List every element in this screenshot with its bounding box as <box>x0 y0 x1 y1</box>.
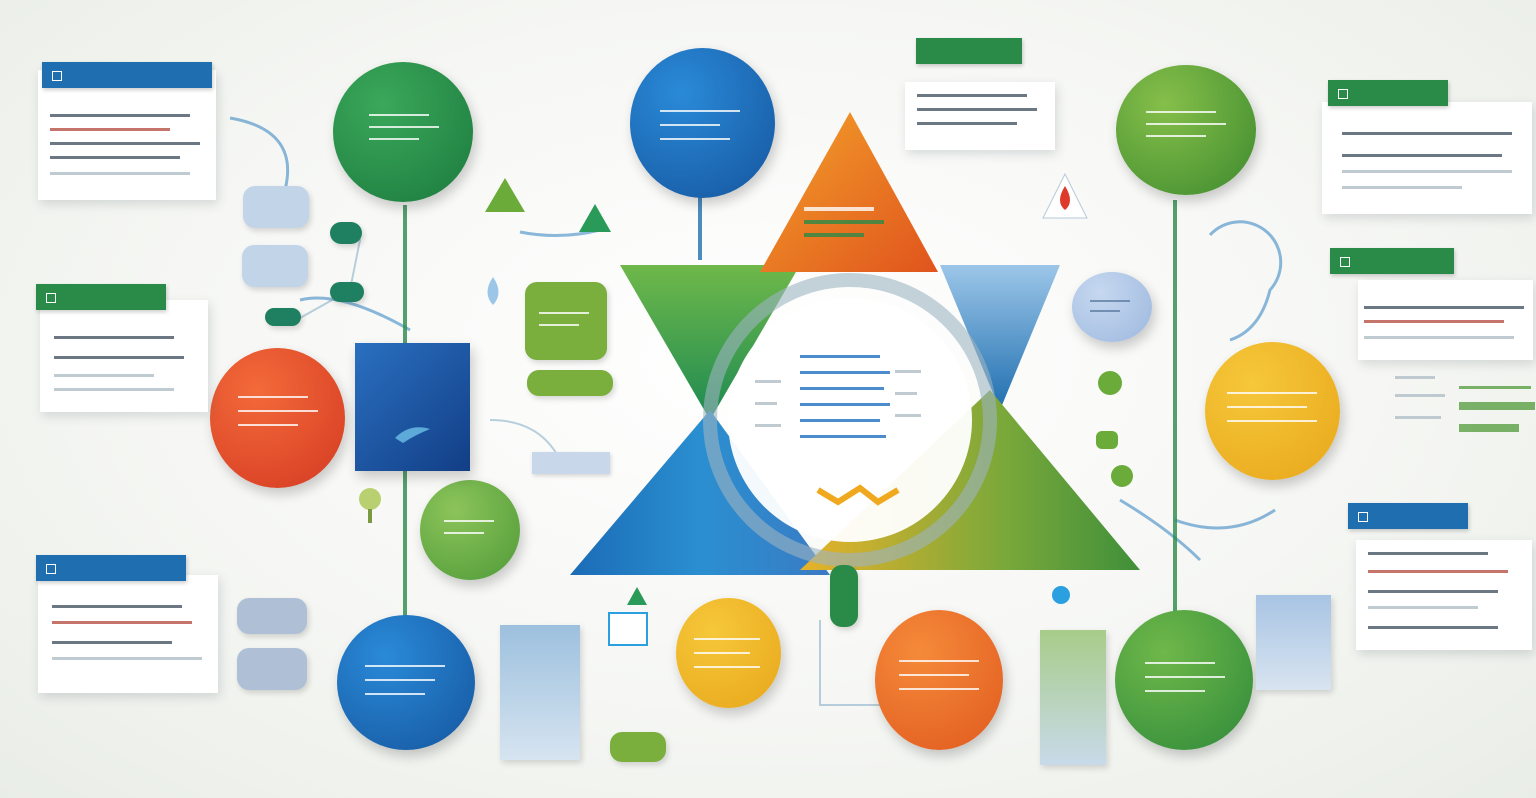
card-tag-blue-right <box>1348 503 1468 529</box>
map-pin-icon <box>627 587 647 605</box>
tall-panel-left <box>500 625 580 760</box>
info-card-left-2 <box>40 300 208 412</box>
card-tag-blue-1 <box>42 62 212 88</box>
small-panel-2 <box>242 245 308 287</box>
circle-node-red-left <box>210 348 345 488</box>
small-node-2 <box>330 282 364 302</box>
small-node-3 <box>265 308 301 326</box>
circle-node-blue-bottom-left <box>337 615 475 750</box>
pill-node-green <box>830 565 858 627</box>
small-panel-1 <box>243 186 309 228</box>
center-left-labels <box>755 380 785 440</box>
circle-node-green-top-left <box>333 62 473 202</box>
tall-panel-right <box>1040 630 1106 765</box>
info-card-right-2 <box>1358 280 1533 360</box>
card-tag-blue-2 <box>36 555 186 581</box>
info-card-right-1 <box>1322 102 1532 214</box>
center-panel <box>790 355 890 465</box>
card-tag-green-right-2 <box>1330 248 1454 274</box>
small-panel-5 <box>532 452 610 474</box>
small-panel-3 <box>237 598 307 634</box>
central-triangle <box>570 265 1140 575</box>
leaf-icon <box>1111 465 1133 487</box>
flame-icon <box>1042 172 1088 219</box>
map-pin-icon <box>1052 586 1070 604</box>
blob-green-1 <box>525 282 607 360</box>
blob-green-2 <box>527 370 613 396</box>
circle-node-blue-top <box>630 48 775 198</box>
tree-icon <box>579 204 611 232</box>
info-card-left-1 <box>38 70 216 200</box>
small-chart-box <box>608 612 648 646</box>
circle-node-green-top-right <box>1116 65 1256 195</box>
info-card-top-middle <box>905 82 1055 150</box>
leaf-icon <box>1098 371 1122 395</box>
water-drop-icon <box>487 277 499 305</box>
info-card-left-3 <box>38 575 218 693</box>
small-node-1 <box>330 222 362 244</box>
center-right-labels <box>895 370 925 430</box>
bird-icon <box>395 427 430 443</box>
circle-node-green-bottom-right <box>1115 610 1253 750</box>
blob-green-3 <box>610 732 666 762</box>
card-tag-green-right-1 <box>1328 80 1448 106</box>
mini-bar-list <box>1395 370 1535 450</box>
orange-triangle-node <box>760 112 938 272</box>
circle-node-lightgreen-small <box>420 480 520 580</box>
circle-node-yellow-bottom <box>676 598 781 708</box>
tall-panel-far-right <box>1256 595 1331 690</box>
card-tag-green-1 <box>36 284 166 310</box>
circle-node-yellow-right <box>1205 342 1340 480</box>
leaf-icon <box>1096 431 1118 449</box>
circle-node-orange-bottom <box>875 610 1003 750</box>
circle-node-lightblue <box>1072 272 1152 342</box>
square-node-blue <box>355 343 470 471</box>
small-panel-4 <box>237 648 307 690</box>
mountain-icon <box>485 178 525 212</box>
info-card-right-3 <box>1356 540 1532 650</box>
card-tag-green-top <box>916 38 1022 64</box>
leaf-icon <box>359 488 381 523</box>
